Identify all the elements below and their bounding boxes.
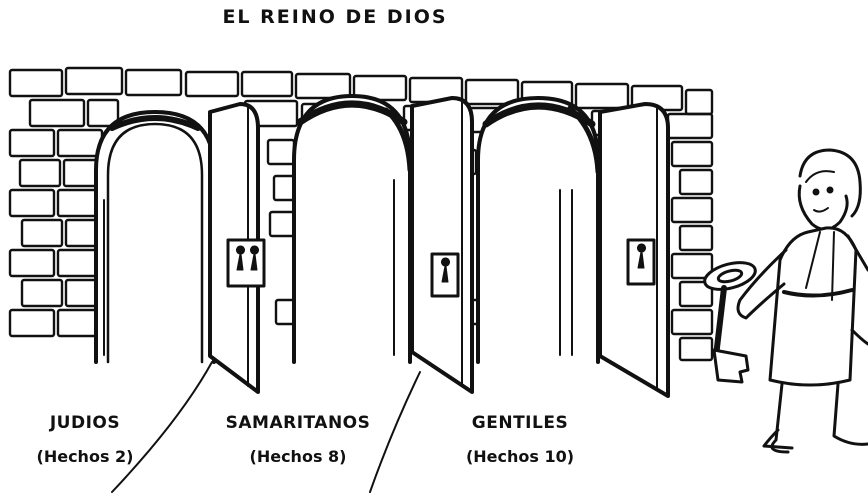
door-label-reference: (Hechos 2) — [36, 447, 134, 466]
key-icon — [703, 261, 757, 384]
doorway-gentiles — [476, 96, 670, 398]
bearded-man-figure — [736, 148, 868, 454]
page-title: EL REINO DE DIOS — [222, 6, 448, 28]
keyhole-icon — [236, 245, 245, 271]
door-label-name: JUDIOS — [49, 413, 121, 433]
keyhole-icon — [637, 243, 646, 269]
door-label-reference: (Hechos 10) — [465, 447, 575, 466]
door-label-reference: (Hechos 8) — [249, 447, 347, 466]
lock-plate — [226, 238, 266, 288]
keyhole-icon — [441, 257, 450, 283]
doorway-judios — [94, 102, 266, 394]
door-label-name: SAMARITANOS — [225, 413, 371, 433]
doorway-samaritanos — [292, 94, 474, 394]
pointer-lines — [111, 361, 421, 493]
door-label-name: GENTILES — [471, 413, 569, 433]
